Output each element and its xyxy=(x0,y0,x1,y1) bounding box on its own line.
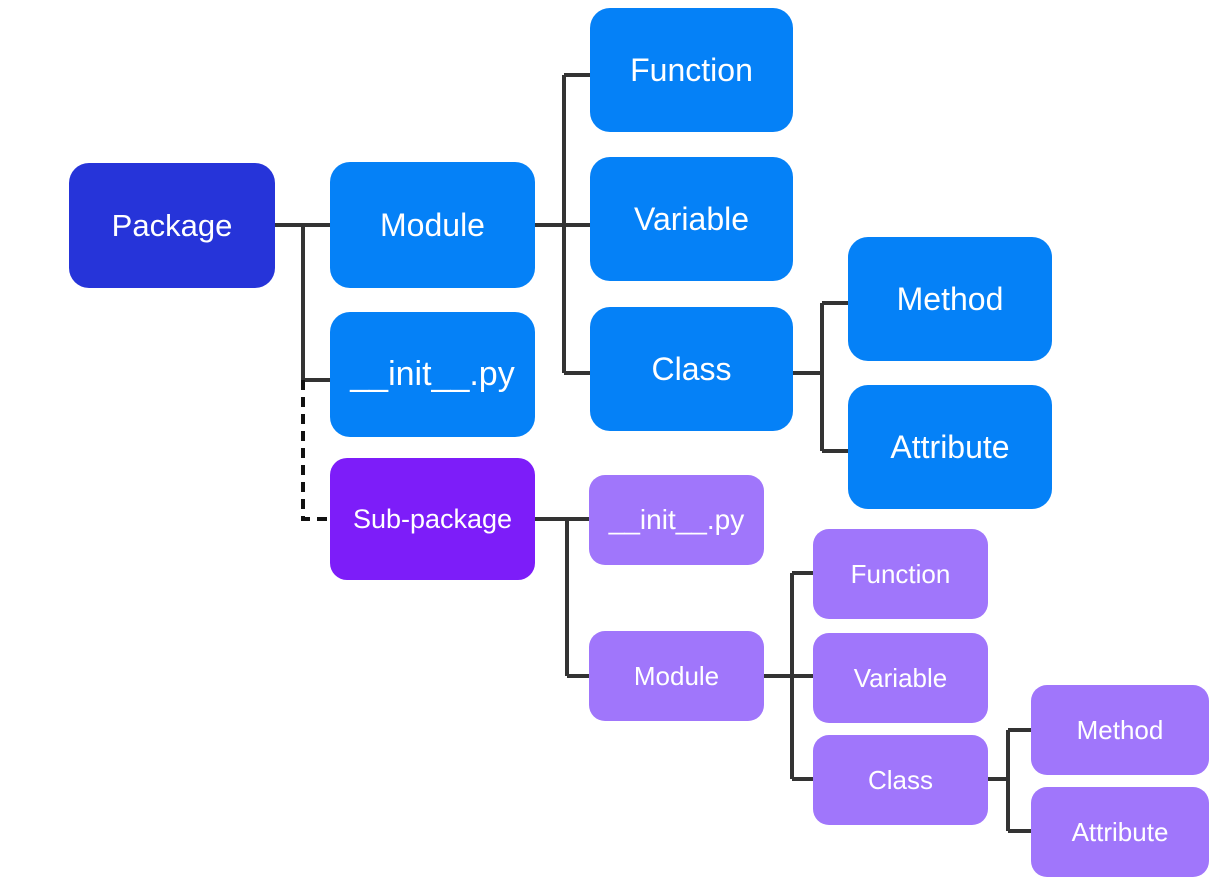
subpackage-class-node: Class xyxy=(813,735,988,825)
function-node: Function xyxy=(590,8,793,132)
connector-package-subpackage-dashed xyxy=(301,380,330,521)
class-node: Class xyxy=(590,307,793,431)
subpackage-function-node: Function xyxy=(813,529,988,619)
subpackage-variable-node: Variable xyxy=(813,633,988,723)
variable-node: Variable xyxy=(590,157,793,281)
subpackage-attribute-node: Attribute xyxy=(1031,787,1209,877)
subpackage-node: Sub-package xyxy=(330,458,535,580)
subpackage-method-node: Method xyxy=(1031,685,1209,775)
init-py-node: __init__.py xyxy=(330,312,535,437)
method-node: Method xyxy=(848,237,1052,361)
subpackage-module-node: Module xyxy=(589,631,764,721)
module-node: Module xyxy=(330,162,535,288)
attribute-node: Attribute xyxy=(848,385,1052,509)
subpackage-init-py-node: __init__.py xyxy=(589,475,764,565)
package-node: Package xyxy=(69,163,275,288)
